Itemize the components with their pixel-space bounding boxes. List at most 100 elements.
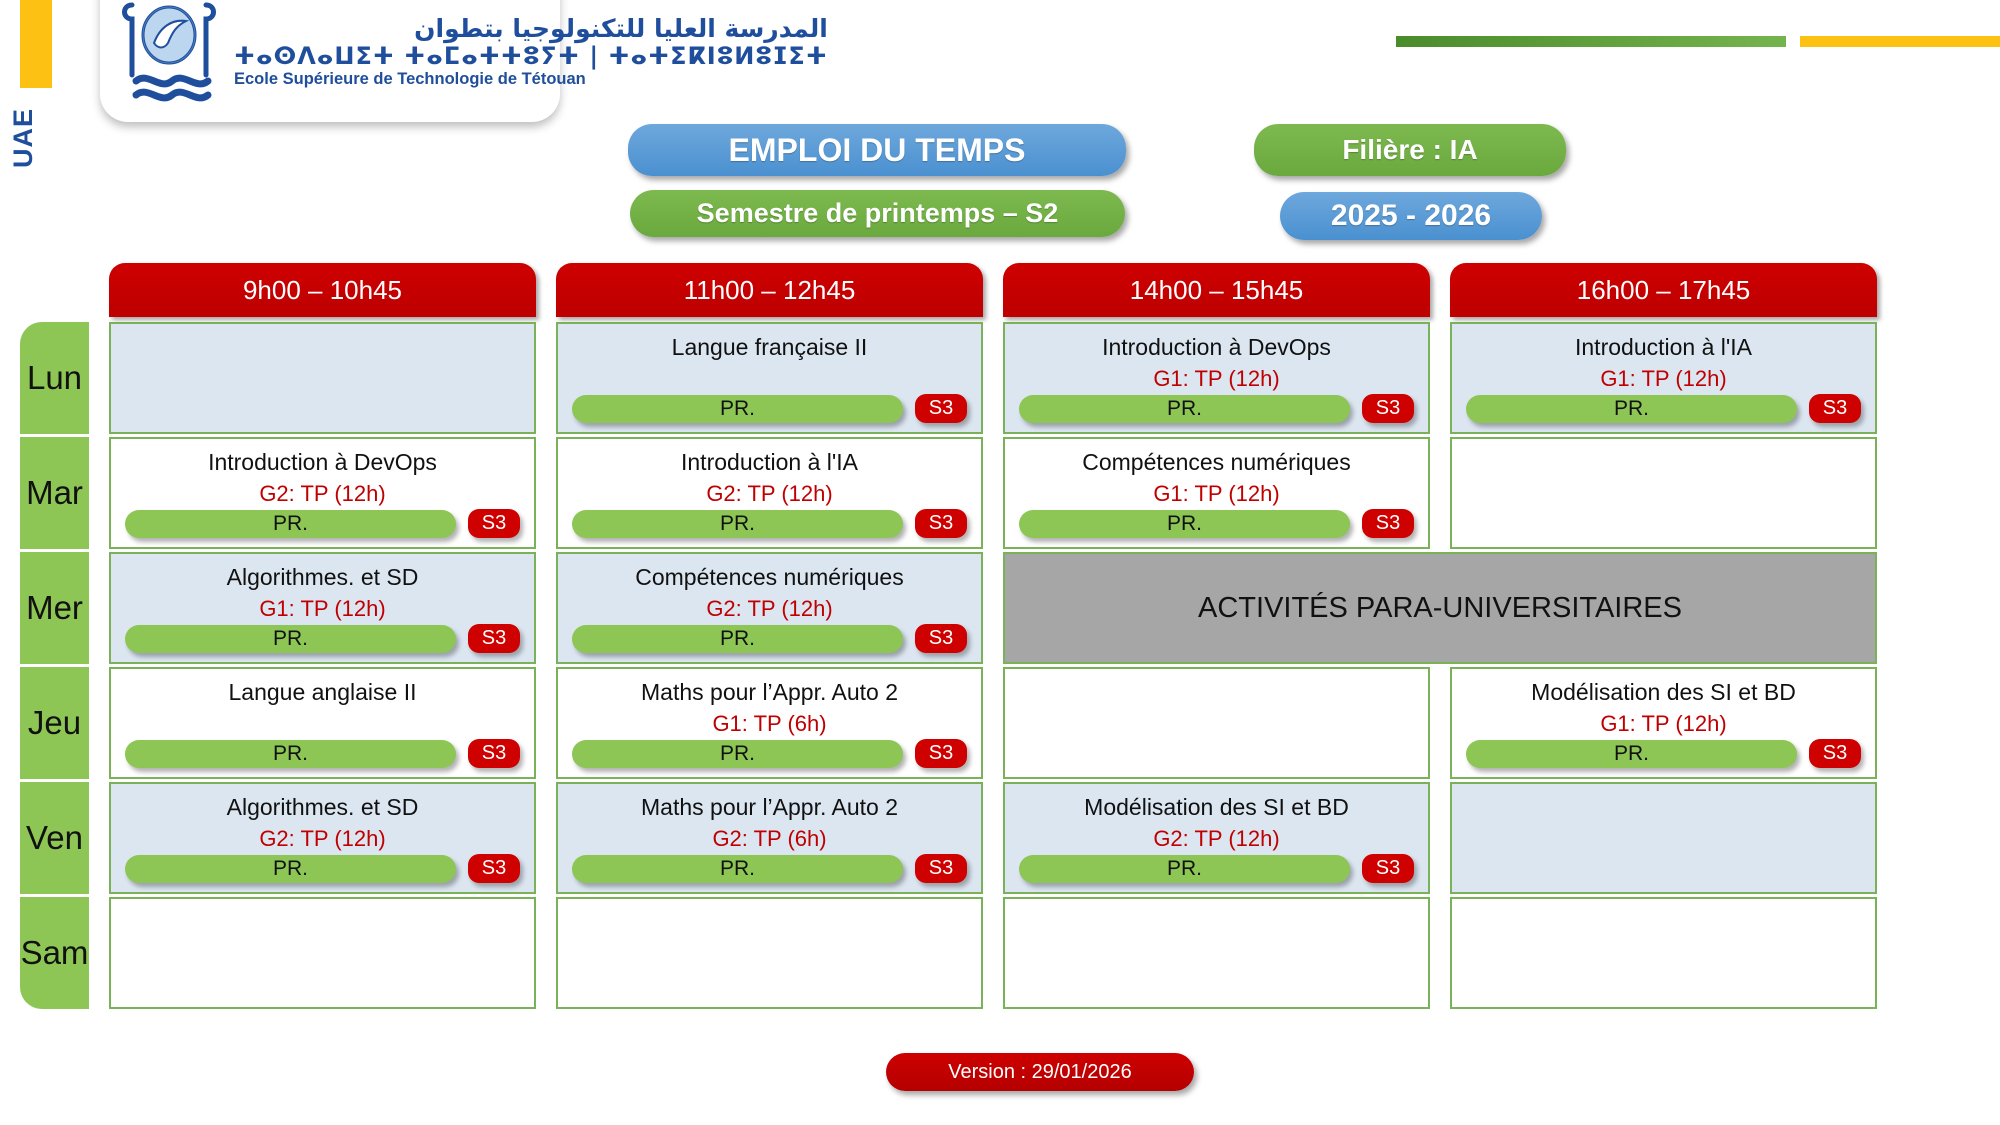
room-badge[interactable]: S3 bbox=[915, 854, 967, 883]
version-badge: Version : 29/01/2026 bbox=[886, 1053, 1194, 1091]
day-label-lun: Lun bbox=[20, 322, 89, 434]
course-title: Maths pour l’Appr. Auto 2 bbox=[641, 679, 898, 705]
day-label-jeu: Jeu bbox=[20, 667, 89, 779]
program-badge: Filière : IA bbox=[1254, 124, 1566, 176]
timetable-row: Sam bbox=[20, 897, 1980, 1009]
teacher-pill[interactable]: PR. bbox=[572, 509, 903, 538]
room-badge[interactable]: S3 bbox=[915, 739, 967, 768]
course-meta-row: PR. S3 bbox=[1005, 854, 1428, 883]
empty-slot[interactable] bbox=[556, 897, 983, 1009]
course-group-info: G2: TP (12h) bbox=[259, 481, 386, 507]
academic-year-badge: 2025 - 2026 bbox=[1280, 192, 1542, 240]
course-group-info: G1: TP (12h) bbox=[1153, 481, 1280, 507]
course-group-info: G2: TP (12h) bbox=[706, 481, 833, 507]
room-badge[interactable]: S3 bbox=[1362, 394, 1414, 423]
room-badge[interactable]: S3 bbox=[1362, 854, 1414, 883]
course-meta-row: PR. S3 bbox=[558, 394, 981, 423]
teacher-pill[interactable]: PR. bbox=[125, 739, 456, 768]
course-meta-row: PR. S3 bbox=[558, 854, 981, 883]
course-title: Introduction à DevOps bbox=[1102, 334, 1331, 360]
course-cell[interactable]: Maths pour l’Appr. Auto 2 G2: TP (6h)PR. S… bbox=[556, 782, 983, 894]
time-slot-header: 9h00 – 10h45 bbox=[109, 263, 536, 317]
page-title: EMPLOI DU TEMPS bbox=[628, 124, 1126, 176]
room-badge[interactable]: S3 bbox=[1362, 509, 1414, 538]
course-title: Algorithmes. et SD bbox=[226, 564, 419, 590]
day-label-mer: Mer bbox=[20, 552, 89, 664]
empty-slot[interactable] bbox=[1450, 897, 1877, 1009]
teacher-pill[interactable]: PR. bbox=[572, 739, 903, 768]
course-title: Compétences numériques bbox=[635, 564, 904, 590]
teacher-pill[interactable]: PR. bbox=[1466, 739, 1797, 768]
room-badge[interactable]: S3 bbox=[1809, 739, 1861, 768]
course-group-info: G1: TP (6h) bbox=[712, 711, 827, 737]
teacher-pill[interactable]: PR. bbox=[1019, 509, 1350, 538]
teacher-pill[interactable]: PR. bbox=[1019, 854, 1350, 883]
room-badge[interactable]: S3 bbox=[915, 624, 967, 653]
course-title: Modélisation des SI et BD bbox=[1531, 679, 1796, 705]
room-badge[interactable]: S3 bbox=[915, 509, 967, 538]
school-logo-card: المدرسة العليا للتكنولوجيا بتطوان ⵜⴰⵙⴷⴰⵡ… bbox=[100, 0, 828, 122]
school-crest-icon bbox=[110, 0, 228, 111]
course-cell[interactable]: Modélisation des SI et BD G1: TP (12h)PR.… bbox=[1450, 667, 1877, 779]
course-meta-row: PR. S3 bbox=[111, 624, 534, 653]
teacher-pill[interactable]: PR. bbox=[125, 854, 456, 883]
empty-slot[interactable] bbox=[109, 897, 536, 1009]
teacher-pill[interactable]: PR. bbox=[125, 624, 456, 653]
teacher-pill[interactable]: PR. bbox=[572, 854, 903, 883]
course-cell[interactable]: Maths pour l’Appr. Auto 2 G1: TP (6h)PR. S… bbox=[556, 667, 983, 779]
teacher-pill[interactable]: PR. bbox=[572, 624, 903, 653]
time-slot-header: 11h00 – 12h45 bbox=[556, 263, 983, 317]
course-cell[interactable]: Modélisation des SI et BD G2: TP (12h)PR.… bbox=[1003, 782, 1430, 894]
room-badge[interactable]: S3 bbox=[468, 509, 520, 538]
course-title: Modélisation des SI et BD bbox=[1084, 794, 1349, 820]
empty-slot[interactable] bbox=[1450, 782, 1877, 894]
teacher-pill[interactable]: PR. bbox=[1466, 394, 1797, 423]
teacher-pill[interactable]: PR. bbox=[1019, 394, 1350, 423]
course-group-info: G1: TP (12h) bbox=[1600, 711, 1727, 737]
course-meta-row: PR. S3 bbox=[1452, 739, 1875, 768]
course-title: Algorithmes. et SD bbox=[226, 794, 419, 820]
course-title: Maths pour l’Appr. Auto 2 bbox=[641, 794, 898, 820]
course-meta-row: PR. S3 bbox=[558, 624, 981, 653]
activity-label: ACTIVITÉS PARA-UNIVERSITAIRES bbox=[1198, 591, 1682, 624]
day-label-sam: Sam bbox=[20, 897, 89, 1009]
room-badge[interactable]: S3 bbox=[468, 854, 520, 883]
university-abbrev-label: UAE bbox=[8, 108, 38, 169]
course-group-info: G2: TP (6h) bbox=[712, 826, 827, 852]
course-meta-row: PR. S3 bbox=[111, 854, 534, 883]
time-slot-header: 14h00 – 15h45 bbox=[1003, 263, 1430, 317]
room-badge[interactable]: S3 bbox=[915, 394, 967, 423]
empty-slot[interactable] bbox=[1450, 437, 1877, 549]
course-meta-row: PR. S3 bbox=[558, 509, 981, 538]
teacher-pill[interactable]: PR. bbox=[125, 509, 456, 538]
empty-slot[interactable] bbox=[1003, 897, 1430, 1009]
school-name-arabic: المدرسة العليا للتكنولوجيا بتطوان bbox=[414, 14, 828, 44]
course-group-info: G1: TP (12h) bbox=[1600, 366, 1727, 392]
empty-slot[interactable] bbox=[1003, 667, 1430, 779]
course-meta-row: PR. S3 bbox=[1005, 394, 1428, 423]
course-group-info: G2: TP (12h) bbox=[1153, 826, 1280, 852]
room-badge[interactable]: S3 bbox=[468, 624, 520, 653]
room-badge[interactable]: S3 bbox=[1809, 394, 1861, 423]
room-badge[interactable]: S3 bbox=[468, 739, 520, 768]
activity-block[interactable]: ACTIVITÉS PARA-UNIVERSITAIRES bbox=[1003, 552, 1877, 664]
day-label-ven: Ven bbox=[20, 782, 89, 894]
teacher-pill[interactable]: PR. bbox=[572, 394, 903, 423]
empty-slot[interactable] bbox=[109, 322, 536, 434]
